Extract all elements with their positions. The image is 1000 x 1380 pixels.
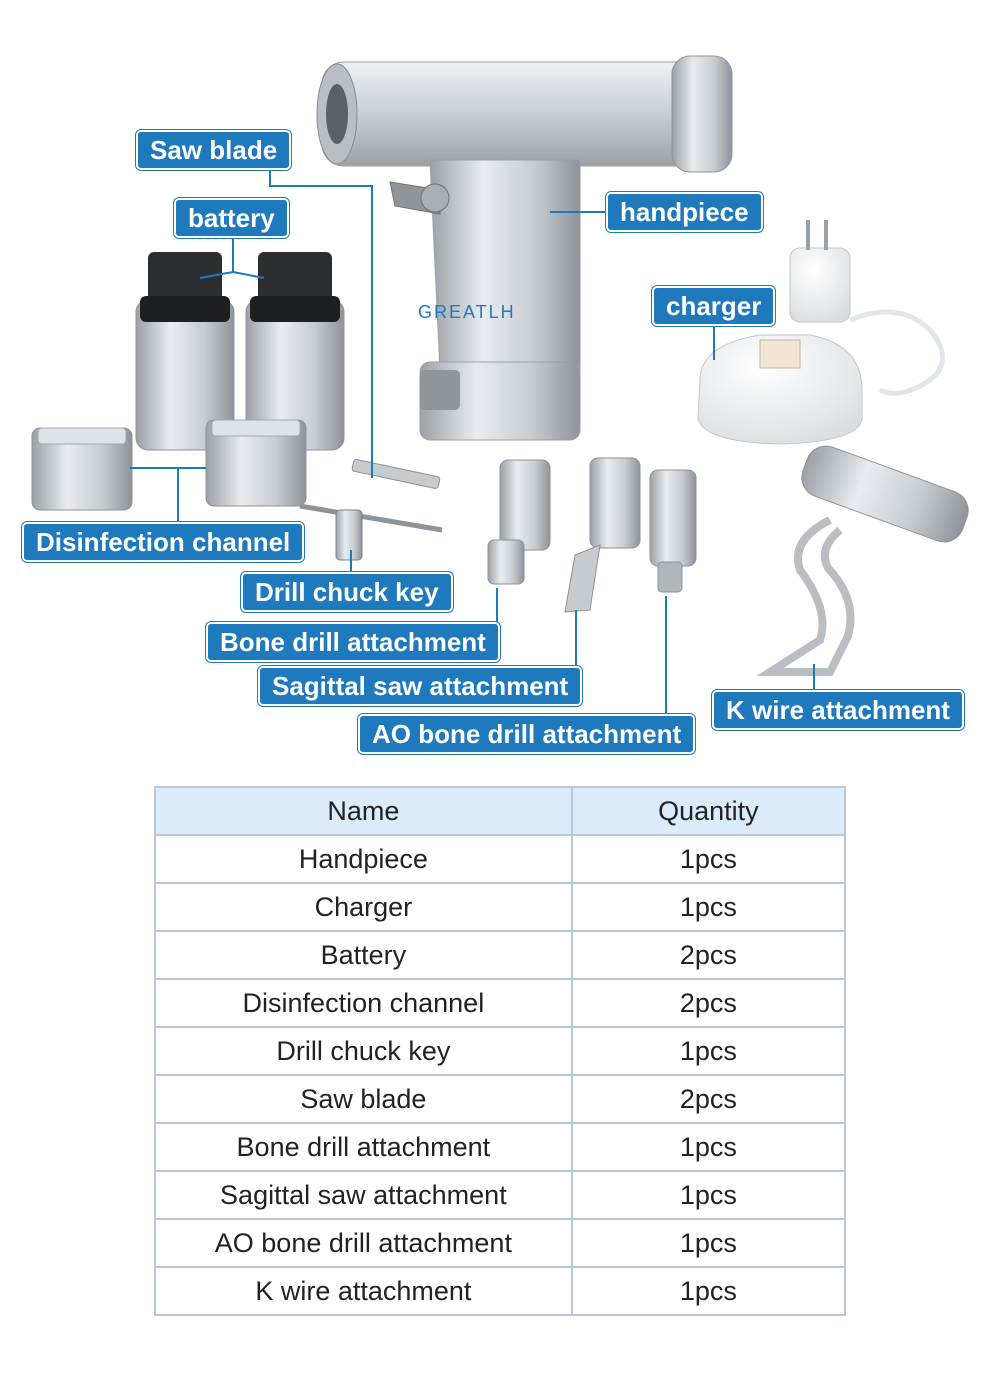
table-row: Handpiece 1pcs: [154, 834, 847, 884]
table-row: Disinfection channel 2pcs: [154, 978, 847, 1028]
table-row: Bone drill attachment 1pcs: [154, 1122, 847, 1172]
column-header-name: Name: [154, 786, 573, 836]
cell-quantity: 1pcs: [570, 834, 847, 884]
battery-image: [135, 252, 345, 451]
brand-logo-text: GREATLH: [418, 302, 516, 322]
label-k-wire-attachment: K wire attachment: [712, 690, 964, 730]
handpiece-image: [316, 55, 733, 441]
bone-drill-attachment-image: [487, 459, 551, 585]
label-saw-blade: Saw blade: [136, 130, 292, 170]
product-illustration: GREATLH Saw blade battery handpiece char…: [22, 55, 969, 754]
disinfection-channel-image: [31, 419, 307, 511]
drill-chuck-key-image: [299, 503, 443, 561]
label-ao-bone-drill-attachment: AO bone drill attachment: [358, 714, 696, 754]
cell-name: Bone drill attachment: [154, 1122, 573, 1172]
package-contents-table: Name Quantity Handpiece 1pcs Charger 1pc…: [154, 786, 847, 1316]
table-row: Battery 2pcs: [154, 930, 847, 980]
label-battery: battery: [174, 198, 289, 238]
cell-name: AO bone drill attachment: [154, 1218, 573, 1268]
table-row: K wire attachment 1pcs: [154, 1266, 847, 1316]
cell-name: Handpiece: [154, 834, 573, 884]
sagittal-saw-attachment-image: [564, 457, 641, 613]
ao-bone-drill-attachment-image: [649, 469, 697, 593]
table-row: AO bone drill attachment 1pcs: [154, 1218, 847, 1268]
cell-quantity: 2pcs: [570, 1074, 847, 1124]
label-bone-drill-attachment: Bone drill attachment: [206, 622, 500, 662]
label-handpiece: handpiece: [606, 192, 763, 232]
table-row: Drill chuck key 1pcs: [154, 1026, 847, 1076]
cell-name: K wire attachment: [154, 1266, 573, 1316]
cell-name: Charger: [154, 882, 573, 932]
column-header-quantity: Quantity: [570, 786, 847, 836]
cell-name: Battery: [154, 930, 573, 980]
cell-quantity: 1pcs: [570, 1266, 847, 1316]
cell-quantity: 1pcs: [570, 1218, 847, 1268]
cell-quantity: 1pcs: [570, 1170, 847, 1220]
table-header-row: Name Quantity: [154, 786, 847, 836]
cell-quantity: 2pcs: [570, 930, 847, 980]
label-sagittal-saw-attachment: Sagittal saw attachment: [258, 666, 583, 706]
cell-name: Disinfection channel: [154, 978, 573, 1028]
k-wire-attachment-image: [756, 445, 969, 676]
product-drawing: [31, 55, 969, 716]
cell-name: Saw blade: [154, 1074, 573, 1124]
table-row: Saw blade 2pcs: [154, 1074, 847, 1124]
label-drill-chuck-key: Drill chuck key: [241, 572, 453, 612]
saw-blade-image: [351, 459, 441, 489]
cell-quantity: 1pcs: [570, 882, 847, 932]
cell-quantity: 1pcs: [570, 1122, 847, 1172]
cell-name: Drill chuck key: [154, 1026, 573, 1076]
cell-name: Sagittal saw attachment: [154, 1170, 573, 1220]
cell-quantity: 2pcs: [570, 978, 847, 1028]
label-charger: charger: [652, 286, 776, 326]
charger-image: [697, 220, 945, 445]
label-disinfection-channel: Disinfection channel: [22, 522, 305, 562]
table-row: Charger 1pcs: [154, 882, 847, 932]
table-row: Sagittal saw attachment 1pcs: [154, 1170, 847, 1220]
cell-quantity: 1pcs: [570, 1026, 847, 1076]
leader-lines: [130, 166, 815, 716]
